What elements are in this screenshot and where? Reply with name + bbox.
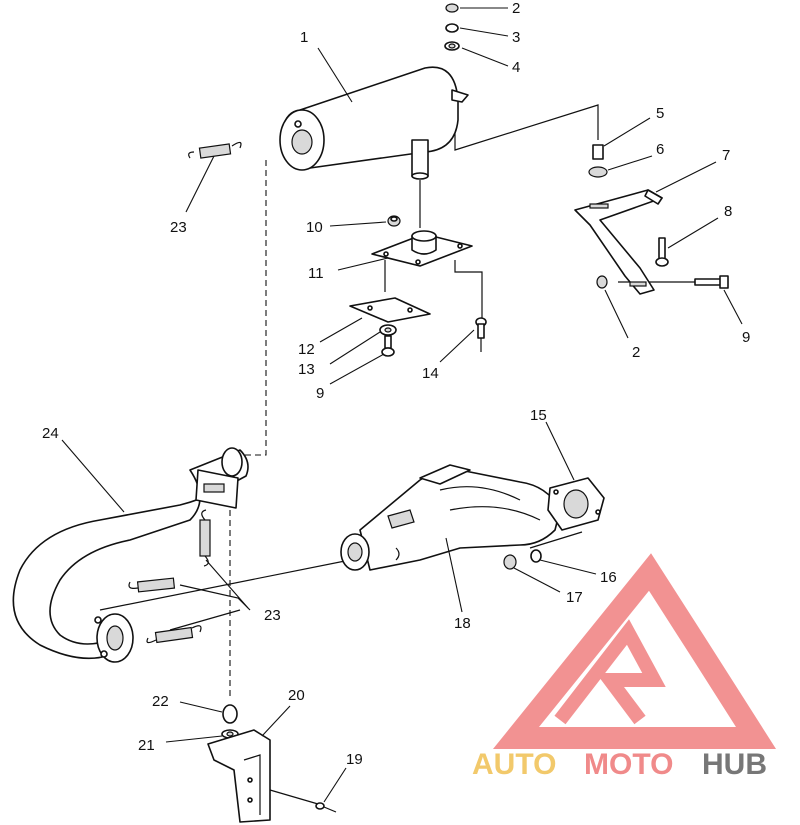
watermark-brand-text: AUTO MOTO HUB xyxy=(472,748,767,781)
callout-1: 1 xyxy=(300,29,308,46)
bolt-9-right xyxy=(694,275,729,289)
bolt-14 xyxy=(475,317,487,352)
callout-15: 15 xyxy=(530,407,547,424)
exhaust-pipe xyxy=(12,447,249,663)
callout-11: 11 xyxy=(308,265,324,282)
exhaust-manifold xyxy=(340,464,561,571)
watermark-logo-icon xyxy=(492,553,777,749)
callout-19: 19 xyxy=(346,751,363,768)
mount-plate-12 xyxy=(349,297,431,323)
washer-16-nut-17 xyxy=(503,549,542,570)
callout-14: 14 xyxy=(422,365,439,382)
nut-2-right xyxy=(596,275,608,289)
callout-4: 4 xyxy=(512,59,520,76)
callout-16: 16 xyxy=(600,569,617,586)
manifold-gasket-15 xyxy=(547,477,605,531)
top-nut-washer-stack xyxy=(444,3,460,51)
nut-10 xyxy=(387,215,401,227)
callout-9-right: 9 xyxy=(742,329,750,346)
mount-22-washer-21 xyxy=(221,704,239,739)
callout-3: 3 xyxy=(512,29,520,46)
callout-20: 20 xyxy=(288,687,305,704)
muffler-flange-gasket xyxy=(371,230,473,267)
callout-5: 5 xyxy=(656,105,664,122)
callout-9-center: 9 xyxy=(316,385,324,402)
callout-8: 8 xyxy=(724,203,732,220)
pin-19 xyxy=(269,789,337,813)
bolt-8 xyxy=(655,237,669,267)
callout-24: 24 xyxy=(42,425,59,442)
assembly-guide-lines xyxy=(99,92,700,700)
washer-13-bolt-9 xyxy=(379,324,397,357)
callout-13: 13 xyxy=(298,361,315,378)
callout-2-top: 2 xyxy=(512,0,520,17)
callout-10: 10 xyxy=(306,219,323,236)
callout-18: 18 xyxy=(454,615,471,632)
springs-23-lower xyxy=(128,509,211,644)
muffler xyxy=(279,66,469,180)
watermark-auto: AUTO xyxy=(472,748,556,781)
watermark-hub: HUB xyxy=(702,748,767,781)
muffler-bracket xyxy=(574,189,663,295)
callout-17: 17 xyxy=(566,589,583,606)
callout-21: 21 xyxy=(138,737,155,754)
watermark-moto: MOTO xyxy=(584,748,673,781)
spacer-grommet xyxy=(588,144,608,178)
callout-12: 12 xyxy=(298,341,315,358)
leader-lines xyxy=(61,7,743,803)
callout-23-lower: 23 xyxy=(264,607,281,624)
spring-23-top xyxy=(188,141,242,159)
lower-bracket-20 xyxy=(207,729,271,823)
callout-23-top: 23 xyxy=(170,219,187,236)
callout-2-right: 2 xyxy=(632,344,640,361)
callout-7: 7 xyxy=(722,147,730,164)
callout-6: 6 xyxy=(656,141,664,158)
callout-22: 22 xyxy=(152,693,169,710)
callout-labels: 1 2 3 4 5 6 7 8 9 2 10 11 12 13 9 14 23 … xyxy=(42,0,750,768)
